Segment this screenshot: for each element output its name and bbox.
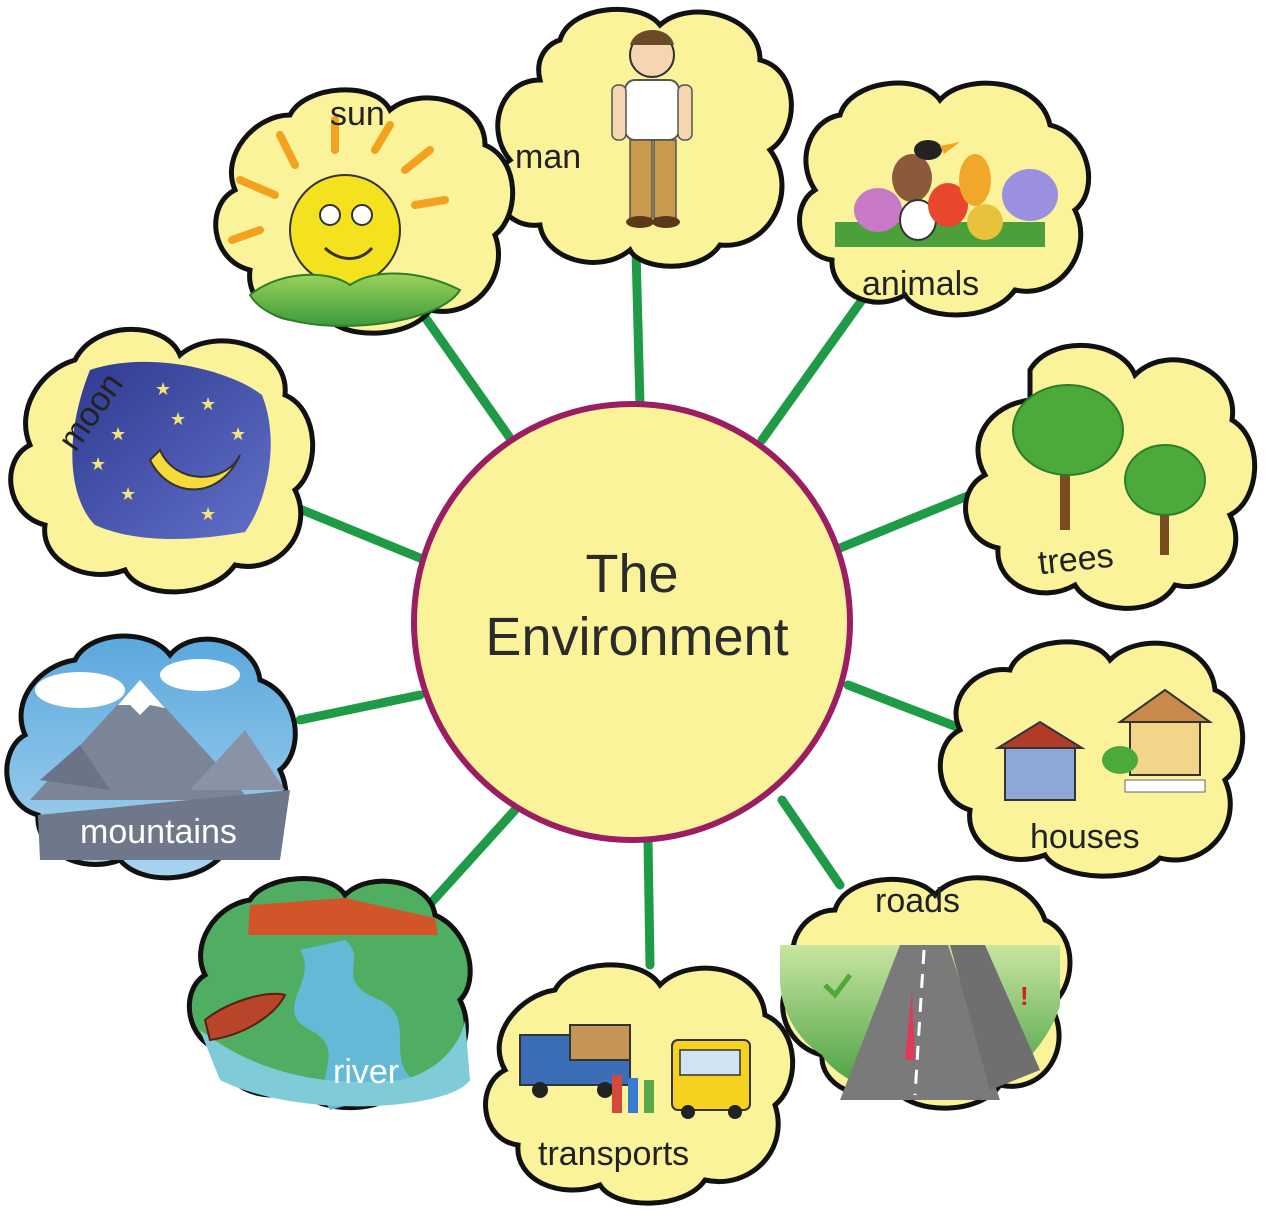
label-sun: sun — [330, 95, 385, 133]
bubble-transports — [483, 962, 796, 1206]
animals-illustration — [835, 140, 1058, 247]
node-man: man — [493, 6, 794, 269]
connector-sun — [415, 305, 515, 443]
label-trees: trees — [1036, 537, 1115, 583]
sun-illustration — [228, 116, 462, 327]
node-houses: houses — [937, 639, 1246, 879]
connectors — [285, 245, 975, 970]
man-illustration — [611, 30, 693, 228]
moon-illustration: ★ ★ ★ ★ ★ ★ ★ ★ — [72, 361, 271, 540]
connector-moon — [285, 500, 425, 563]
transports-illustration — [519, 1024, 751, 1119]
svg-text:!: ! — [1020, 981, 1029, 1011]
node-transports: transports — [483, 962, 796, 1206]
river-illustration — [200, 898, 470, 1110]
connector-animals — [757, 295, 867, 445]
houses-illustration — [994, 688, 1214, 801]
connector-transports — [643, 835, 655, 970]
svg-text:★: ★ — [110, 424, 126, 444]
connector-trees — [835, 490, 975, 553]
connector-roads — [777, 795, 845, 890]
label-mountains: mountains — [80, 813, 237, 851]
center-circle — [411, 401, 853, 843]
label-river: river — [333, 1053, 399, 1091]
label-animals: animals — [862, 265, 979, 303]
center-title-line2: Environment — [485, 607, 788, 667]
connector-river — [415, 805, 520, 920]
svg-text:★: ★ — [120, 484, 136, 504]
node-sun: sun — [213, 87, 516, 336]
label-man: man — [515, 138, 581, 176]
connector-houses — [843, 680, 970, 735]
node-mountains: mountains — [4, 633, 298, 881]
connector-mountains — [295, 690, 425, 725]
roads-illustration: ! — [780, 945, 1060, 1100]
node-roads: ! roads — [780, 875, 1073, 1111]
mountains-illustration — [30, 659, 290, 860]
svg-text:★: ★ — [230, 424, 246, 444]
label-roads: roads — [875, 882, 960, 920]
node-animals: animals — [797, 80, 1092, 318]
label-houses: houses — [1030, 818, 1140, 856]
node-river: river — [187, 876, 473, 1111]
svg-text:★: ★ — [200, 394, 216, 414]
svg-text:★: ★ — [170, 409, 186, 429]
center-title-line1: The — [585, 544, 678, 604]
svg-text:★: ★ — [200, 504, 216, 524]
center-node: The Environment — [411, 401, 853, 843]
node-trees: trees — [963, 342, 1258, 611]
label-transports: transports — [538, 1135, 689, 1173]
trees-illustration — [1012, 384, 1206, 555]
node-moon: ★ ★ ★ ★ ★ ★ ★ ★ moon — [8, 326, 316, 595]
svg-text:★: ★ — [90, 454, 106, 474]
connector-man — [631, 245, 645, 410]
svg-text:★: ★ — [155, 379, 171, 399]
